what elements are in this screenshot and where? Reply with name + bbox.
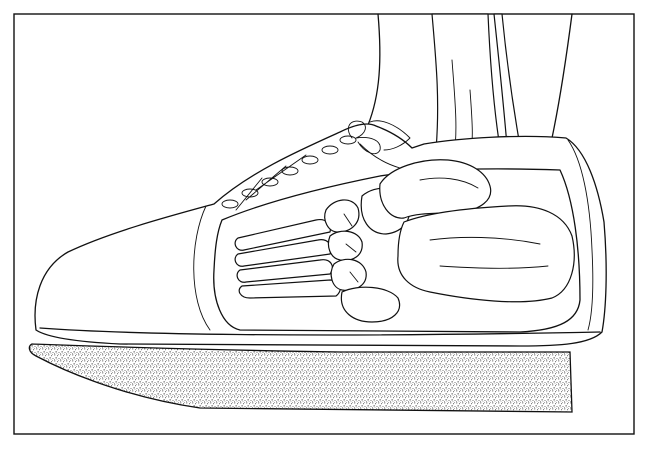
calcaneus-bone xyxy=(398,206,574,302)
cuneiform-2 xyxy=(328,231,362,260)
cuneiform-3 xyxy=(331,259,366,290)
